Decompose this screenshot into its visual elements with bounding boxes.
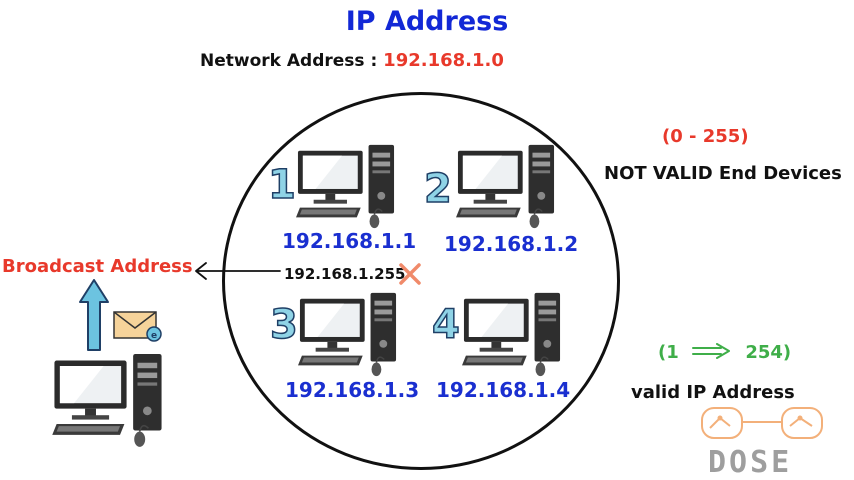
network-address-label: Network Address : xyxy=(200,51,378,71)
svg-text:e: e xyxy=(151,331,157,341)
host-ip-1: 192.168.1.1 xyxy=(282,229,417,253)
arrow-up-icon xyxy=(79,279,109,351)
host-ip-4: 192.168.1.4 xyxy=(436,378,571,402)
sender-computer-icon xyxy=(51,354,163,448)
page-title: IP Address xyxy=(345,6,509,37)
computer-icon-3 xyxy=(298,292,397,377)
host-number-3: 3 xyxy=(269,301,298,349)
valid-range-start: (1 xyxy=(658,342,679,363)
computer-icon-1 xyxy=(296,144,395,229)
host-ip-2: 192.168.1.2 xyxy=(444,232,579,256)
broadcast-ip: 192.168.1.255 xyxy=(284,265,406,283)
network-address-value: 192.168.1.0 xyxy=(383,50,504,71)
arrow-left-icon xyxy=(195,262,281,280)
dose-logo: DOSE xyxy=(701,407,823,478)
invalid-range: (0 - 255) xyxy=(662,126,749,147)
network-address-row: Network Address : 192.168.1.0 xyxy=(200,50,504,71)
host-number-4: 4 xyxy=(431,301,460,349)
host-number-2: 2 xyxy=(423,165,452,213)
host-number-1: 1 xyxy=(267,161,296,209)
valid-range-end: 254) xyxy=(745,342,792,363)
computer-icon-4 xyxy=(462,292,561,377)
computer-icon-2 xyxy=(456,144,555,229)
valid-ip-label: valid IP Address xyxy=(631,382,795,403)
broadcast-address-label: Broadcast Address xyxy=(2,256,193,277)
network-circle xyxy=(222,92,620,470)
host-ip-3: 192.168.1.3 xyxy=(285,378,420,402)
not-valid-label: NOT VALID End Devices xyxy=(604,163,842,184)
envelope-icon: e xyxy=(113,311,162,342)
double-arrow-right-icon xyxy=(692,343,731,359)
valid-range: (1 254) xyxy=(658,342,791,363)
svg-text:DOSE: DOSE xyxy=(708,445,792,478)
invalid-cross-icon xyxy=(399,263,421,285)
